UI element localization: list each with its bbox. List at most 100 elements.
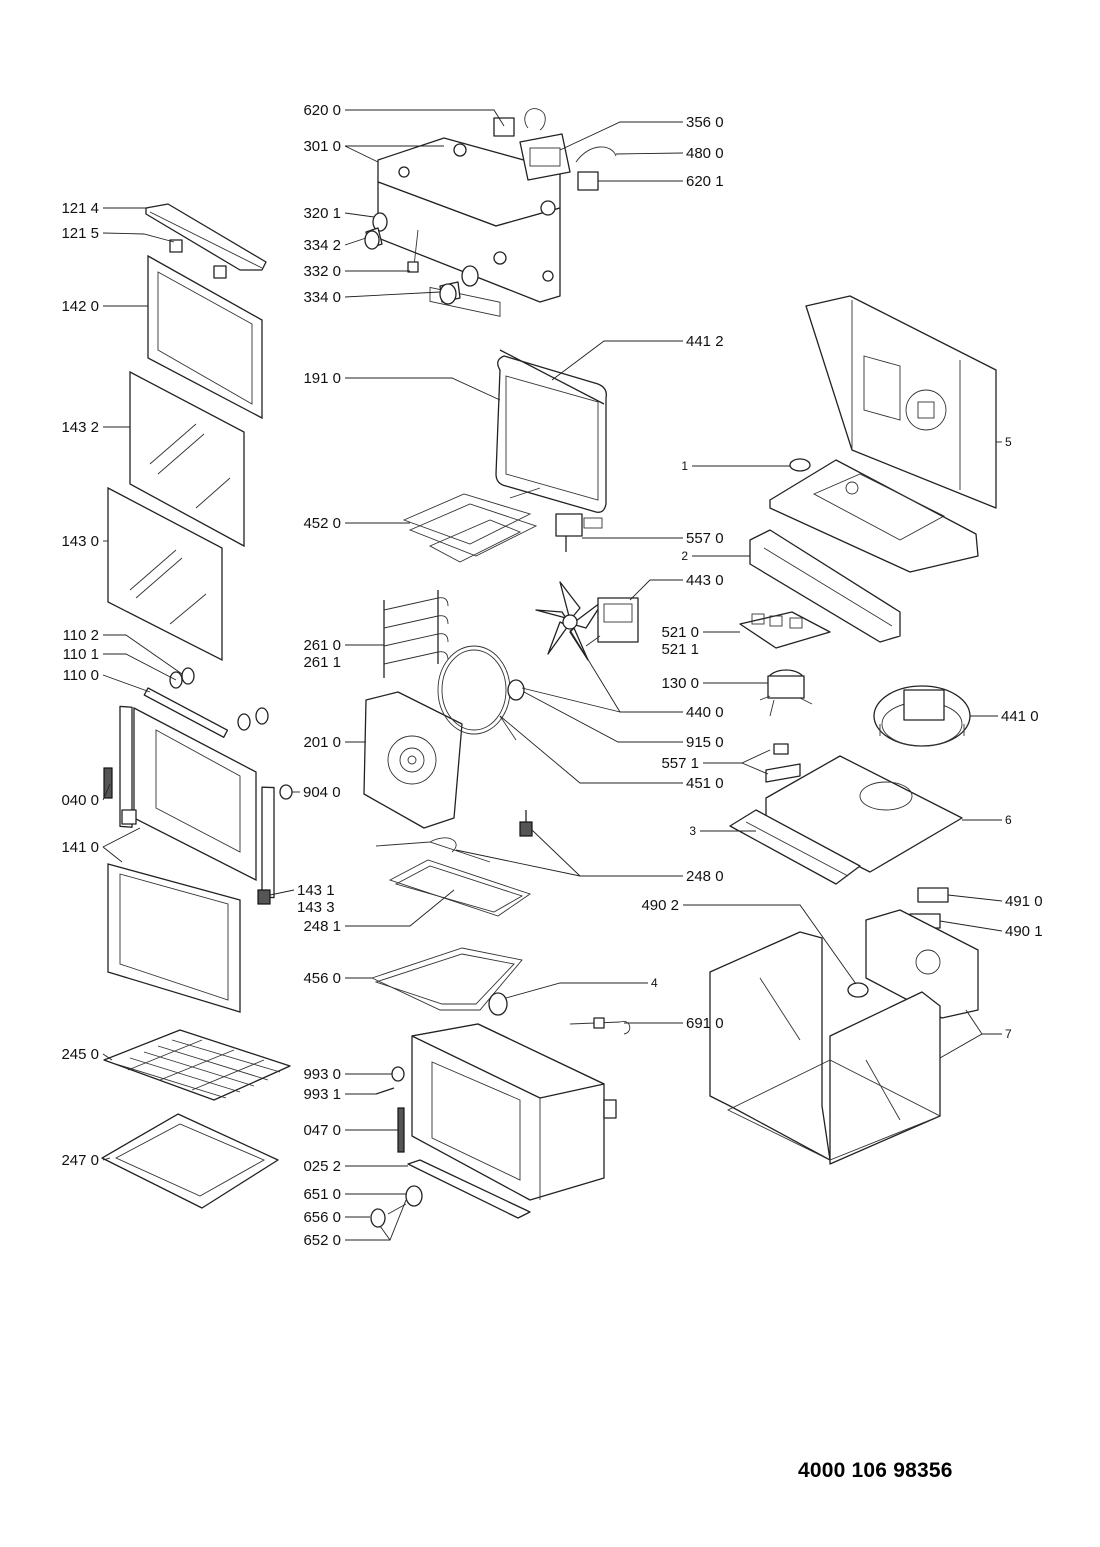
part-label: 191 0	[303, 370, 341, 387]
part-label: 142 0	[61, 298, 99, 315]
oven-rack-part	[103, 1029, 291, 1101]
cooling-duct-part-2	[749, 529, 901, 643]
part-label: 047 0	[303, 1122, 341, 1139]
part-label: 656 0	[303, 1209, 341, 1226]
grill-element-part	[402, 487, 541, 563]
part-label: 245 0	[61, 1046, 99, 1063]
top-panel-part	[769, 459, 979, 573]
part-label: 557 0	[686, 530, 724, 547]
part-label: 130 0	[661, 675, 699, 692]
part-label: 491 0	[1005, 893, 1043, 910]
part-label: 4	[651, 976, 658, 990]
part-label: 6	[1005, 813, 1012, 827]
fan-motor-part	[585, 597, 639, 647]
door-glass-part-143-0	[107, 486, 223, 662]
part-label: 456 0	[303, 970, 341, 987]
back-panel-part	[805, 295, 997, 509]
part-label: 452 0	[303, 515, 341, 532]
part-label: 451 0	[686, 775, 724, 792]
door-gasket-frame-part	[107, 863, 241, 1013]
part-label: 1	[681, 459, 688, 473]
knob-parts	[364, 212, 479, 305]
part-number-labels: 620 0 356 0 301 0 480 0 620 1 121 4 320 …	[61, 102, 1042, 1249]
gasket-part	[789, 458, 811, 472]
side-rack-part	[383, 590, 449, 678]
part-label: 141 0	[61, 839, 99, 856]
part-label: 301 0	[303, 138, 341, 155]
inner-door-part	[103, 705, 293, 905]
part-label: 143 1	[297, 882, 335, 899]
part-label: 7	[1005, 1027, 1012, 1041]
part-label: 261 1	[303, 654, 341, 671]
bottom-heater-part	[388, 859, 531, 917]
back-cover-part	[865, 909, 979, 1019]
part-label: 521 1	[661, 641, 699, 658]
part-label: 248 0	[686, 868, 724, 885]
part-label: 557 1	[661, 755, 699, 772]
part-label: 2	[681, 549, 688, 563]
part-label: 490 2	[641, 897, 679, 914]
part-label: 320 1	[303, 205, 341, 222]
part-label: 620 0	[303, 102, 341, 119]
tangential-fan-part	[873, 685, 971, 747]
part-label: 652 0	[303, 1232, 341, 1249]
small-fastener-parts	[375, 1066, 531, 1219]
part-label: 248 1	[303, 918, 341, 935]
timer-display-part	[519, 133, 571, 181]
part-label: 040 0	[61, 792, 99, 809]
cooling-base-part	[729, 755, 963, 885]
document-number: 4000 106 98356	[798, 1459, 953, 1482]
lower-element-part	[370, 947, 523, 1011]
thermostat-part	[555, 513, 603, 552]
part-label: 993 0	[303, 1066, 341, 1083]
part-label: 691 0	[686, 1015, 724, 1032]
oven-cavity-part	[411, 1023, 617, 1201]
part-label: 110 1	[63, 646, 99, 663]
part-label: 490 1	[1005, 923, 1043, 940]
door-frame-part	[147, 254, 263, 420]
bottom-element-part	[375, 810, 533, 863]
part-label: 332 0	[303, 263, 341, 280]
part-label: 334 0	[303, 289, 341, 306]
oven-seal-part	[495, 349, 607, 513]
part-label: 915 0	[686, 734, 724, 751]
part-label: 356 0	[686, 114, 724, 131]
part-label: 651 0	[303, 1186, 341, 1203]
switch-part-620-1	[577, 171, 599, 191]
part-label: 443 0	[686, 572, 724, 589]
lamp-part	[488, 992, 508, 1016]
part-label: 993 1	[303, 1086, 341, 1103]
part-label: 521 0	[661, 624, 699, 641]
part-label: 110 2	[63, 627, 99, 644]
part-label: 143 0	[61, 533, 99, 550]
door-top-profile-part	[145, 203, 267, 279]
wire-part-480-0	[575, 146, 617, 163]
switch-part-620-0	[493, 108, 546, 137]
part-label: 5	[1005, 435, 1012, 449]
part-label: 143 3	[297, 899, 335, 916]
part-label: 620 1	[686, 173, 724, 190]
fan-nut-part	[507, 679, 525, 701]
part-label: 440 0	[686, 704, 724, 721]
part-label: 025 2	[303, 1158, 341, 1175]
part-label: 121 4	[61, 200, 99, 217]
control-panel-part	[377, 137, 561, 317]
fan-cover-part	[363, 691, 463, 829]
door-glass-part-143-2	[129, 370, 245, 548]
cooling-motor-part	[759, 669, 813, 717]
leader-lines	[102, 109, 1003, 1241]
part-label: 261 0	[303, 637, 341, 654]
safety-thermostat-part	[765, 743, 801, 783]
part-label: 480 0	[686, 145, 724, 162]
part-label: 247 0	[61, 1152, 99, 1169]
part-label: 441 0	[1001, 708, 1039, 725]
lamp-switch-parts	[370, 1185, 423, 1228]
baking-tray-part	[101, 1113, 279, 1209]
part-label: 201 0	[303, 734, 341, 751]
outer-casing-part	[709, 931, 942, 1165]
part-label: 143 2	[61, 419, 99, 436]
part-label: 121 5	[61, 225, 99, 242]
sensor-part	[569, 1017, 631, 1035]
part-label: 904 0	[303, 784, 341, 801]
